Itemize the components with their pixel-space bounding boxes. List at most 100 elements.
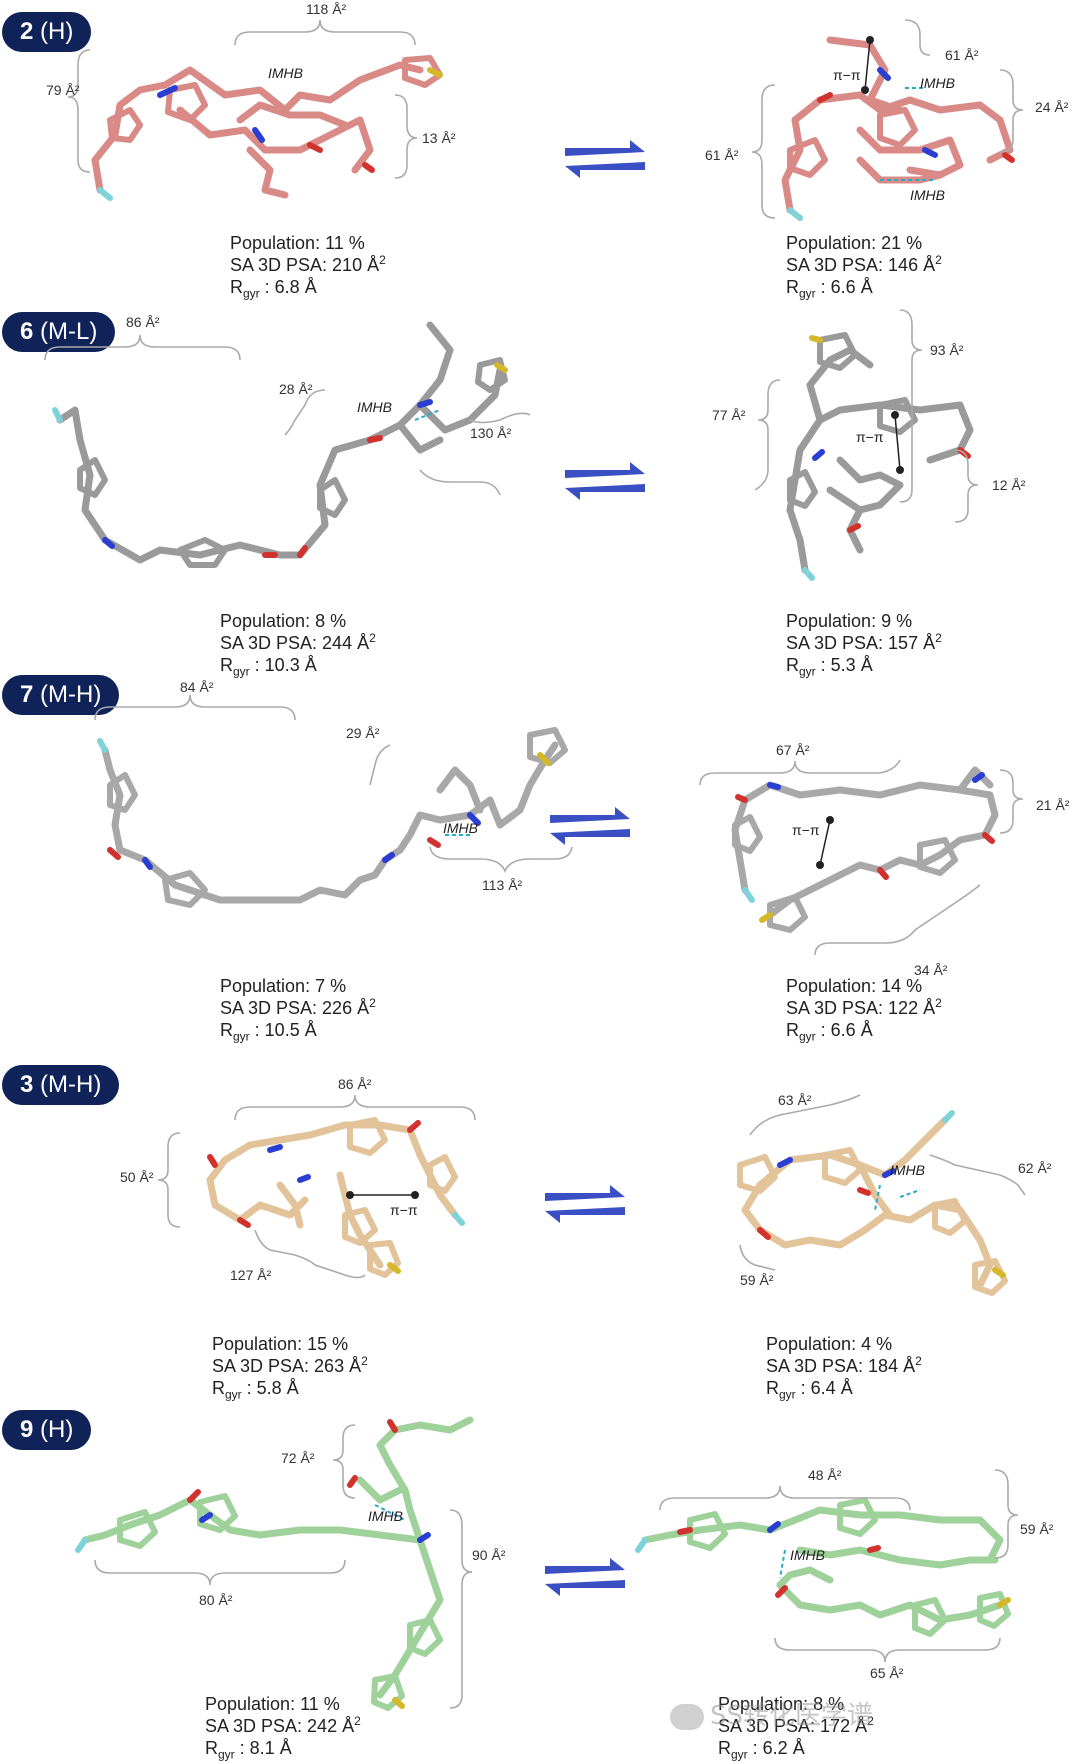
area-label: 86 Å² <box>338 1076 372 1092</box>
area-label: 93 Å² <box>930 342 964 358</box>
panel-compound-6: 6 (M-L) 86 Å² 28 Å <box>0 309 1080 678</box>
pi-pi-label: π−π <box>833 67 861 83</box>
imhb-label: IMHB <box>357 399 392 415</box>
area-label: 59 Å² <box>1020 1521 1054 1537</box>
pi-pi-label: π−π <box>390 1202 418 1218</box>
stats-left: Population: 15 % SA 3D PSA: 263 Å2 Rgyr … <box>212 1333 368 1402</box>
area-label: 12 Å² <box>992 477 1026 493</box>
imhb-label: IMHB <box>790 1547 825 1563</box>
stats-left: Population: 11 % SA 3D PSA: 242 Å2 Rgyr … <box>205 1693 361 1762</box>
psa-text: SA 3D PSA: 226 Å2 <box>220 996 376 1018</box>
rgyr-text: Rgyr : 6.2 Å <box>718 1738 805 1762</box>
psa-text: SA 3D PSA: 184 Å2 <box>766 1354 922 1376</box>
molecule-right <box>781 36 1014 214</box>
area-label: 72 Å² <box>281 1450 315 1466</box>
molecule-left <box>81 1416 474 1711</box>
rgyr-text: Rgyr : 6.6 Å <box>786 277 873 301</box>
area-label: 13 Å² <box>422 130 456 146</box>
psa-text: SA 3D PSA: 244 Å2 <box>220 631 376 653</box>
conformer-figure: 118 Å² 79 Å² 13 Å² IMHB <box>46 1 1069 221</box>
conformer-figure: π−π 86 Å² 50 Å² 127 Å² <box>120 1076 1052 1296</box>
area-label: 63 Å² <box>778 1092 812 1108</box>
area-label: 29 Å² <box>346 725 380 741</box>
imhb-label: IMHB <box>443 820 478 836</box>
psa-text: SA 3D PSA: 263 Å2 <box>212 1354 368 1376</box>
conformer-figure: IMHB 72 Å² 80 Å² 90 Å² <box>75 1416 1054 1711</box>
stats-left: Population: 7 % SA 3D PSA: 226 Å2 Rgyr :… <box>220 975 376 1044</box>
stats-right: Population: 4 % SA 3D PSA: 184 Å2 Rgyr :… <box>766 1333 922 1402</box>
area-label: 61 Å² <box>945 47 979 63</box>
equilibrium-arrows <box>545 1558 625 1596</box>
imhb-label: IMHB <box>910 187 945 203</box>
area-label: 90 Å² <box>472 1547 506 1563</box>
equilibrium-arrows <box>545 1185 625 1223</box>
population-text: Population: 21 % <box>786 233 923 253</box>
conformer-figure: 84 Å² 29 Å² 113 Å² IMHB <box>94 679 1070 978</box>
area-label: 127 Å² <box>230 1267 272 1283</box>
area-label: 113 Å² <box>482 877 523 893</box>
population-text: Population: 11 % <box>205 1694 340 1714</box>
area-label: 67 Å² <box>776 742 810 758</box>
stats-right: Population: 21 % SA 3D PSA: 146 Å2 Rgyr … <box>786 232 942 301</box>
area-label: 65 Å² <box>870 1665 904 1681</box>
psa-text: SA 3D PSA: 210 Å2 <box>230 253 386 275</box>
psa-text: SA 3D PSA: 172 Å2 <box>718 1714 874 1736</box>
rgyr-text: Rgyr : 6.4 Å <box>766 1378 853 1402</box>
area-label: 80 Å² <box>199 1592 233 1608</box>
molecule-left <box>56 321 508 568</box>
psa-text: SA 3D PSA: 242 Å2 <box>205 1714 361 1736</box>
equilibrium-arrows <box>565 462 645 500</box>
psa-text: SA 3D PSA: 122 Å2 <box>786 996 942 1018</box>
imhb-label: IMHB <box>890 1162 925 1178</box>
area-label: 28 Å² <box>279 381 313 397</box>
area-label: 77 Å² <box>712 407 746 423</box>
population-text: Population: 8 % <box>718 1694 845 1714</box>
rgyr-text: Rgyr : 8.1 Å <box>205 1738 292 1762</box>
rgyr-text: Rgyr : 5.3 Å <box>786 655 873 679</box>
population-text: Population: 9 % <box>786 611 913 631</box>
rgyr-text: Rgyr : 10.3 Å <box>220 655 317 679</box>
compound-badge: 3 (M-H) <box>2 1065 120 1105</box>
population-text: Population: 7 % <box>220 976 347 996</box>
population-text: Population: 4 % <box>766 1334 893 1354</box>
area-label: 59 Å² <box>740 1272 774 1288</box>
area-label: 24 Å² <box>1035 99 1069 115</box>
molecule-right <box>737 1116 1008 1296</box>
population-text: Population: 14 % <box>786 976 923 996</box>
area-label: 62 Å² <box>1018 1160 1052 1176</box>
pi-pi-label: π−π <box>856 429 884 445</box>
imhb-label: IMHB <box>268 65 303 81</box>
rgyr-text: Rgyr : 6.6 Å <box>786 1020 873 1044</box>
area-braces <box>67 19 418 179</box>
equilibrium-arrows <box>550 807 630 845</box>
area-label: 118 Å² <box>306 1 347 17</box>
stats-right: Population: 8 % SA 3D PSA: 172 Å2 Rgyr :… <box>718 1693 874 1762</box>
area-label: 21 Å² <box>1036 797 1070 813</box>
conformer-figure: 86 Å² 28 Å² 130 Å² IMHB <box>44 309 1026 581</box>
area-label: 61 Å² <box>705 147 739 163</box>
compound-badge: 7 (M-H) <box>2 675 120 715</box>
equilibrium-arrows <box>565 140 645 178</box>
molecule-left <box>101 727 568 908</box>
panel-compound-9: 9 (H) IMHB 72 Å² 80 Å <box>0 1410 1080 1762</box>
atom-highlights <box>97 67 443 201</box>
psa-text: SA 3D PSA: 157 Å2 <box>786 631 942 653</box>
molecule-right <box>786 332 974 574</box>
molecule-right <box>641 1497 1011 1637</box>
molecule-right <box>731 766 999 933</box>
panel-compound-3: 3 (M-H) π−π 86 Å² <box>0 1065 1080 1410</box>
population-text: Population: 11 % <box>230 233 365 253</box>
panel-compound-7: 7 (M-H) 84 Å² 29 Å² 113 Å² IMHB <box>0 675 1080 1050</box>
area-label: 130 Å² <box>470 425 512 441</box>
area-label: 50 Å² <box>120 1169 154 1185</box>
imhb-label: IMHB <box>368 1508 403 1524</box>
imhb-label: IMHB <box>920 75 955 91</box>
rgyr-text: Rgyr : 10.5 Å <box>220 1020 317 1044</box>
area-label: 34 Å² <box>914 962 948 978</box>
population-text: Population: 8 % <box>220 611 347 631</box>
compound-badge: 9 (H) <box>2 1410 92 1450</box>
rgyr-text: Rgyr : 5.8 Å <box>212 1378 299 1402</box>
stats-right: Population: 14 % SA 3D PSA: 122 Å2 Rgyr … <box>786 975 942 1044</box>
panel-compound-2: 2 (H) 118 Å² 79 Å² 13 Å² I <box>0 0 1080 300</box>
stats-left: Population: 11 % SA 3D PSA: 210 Å2 Rgyr … <box>230 232 386 300</box>
